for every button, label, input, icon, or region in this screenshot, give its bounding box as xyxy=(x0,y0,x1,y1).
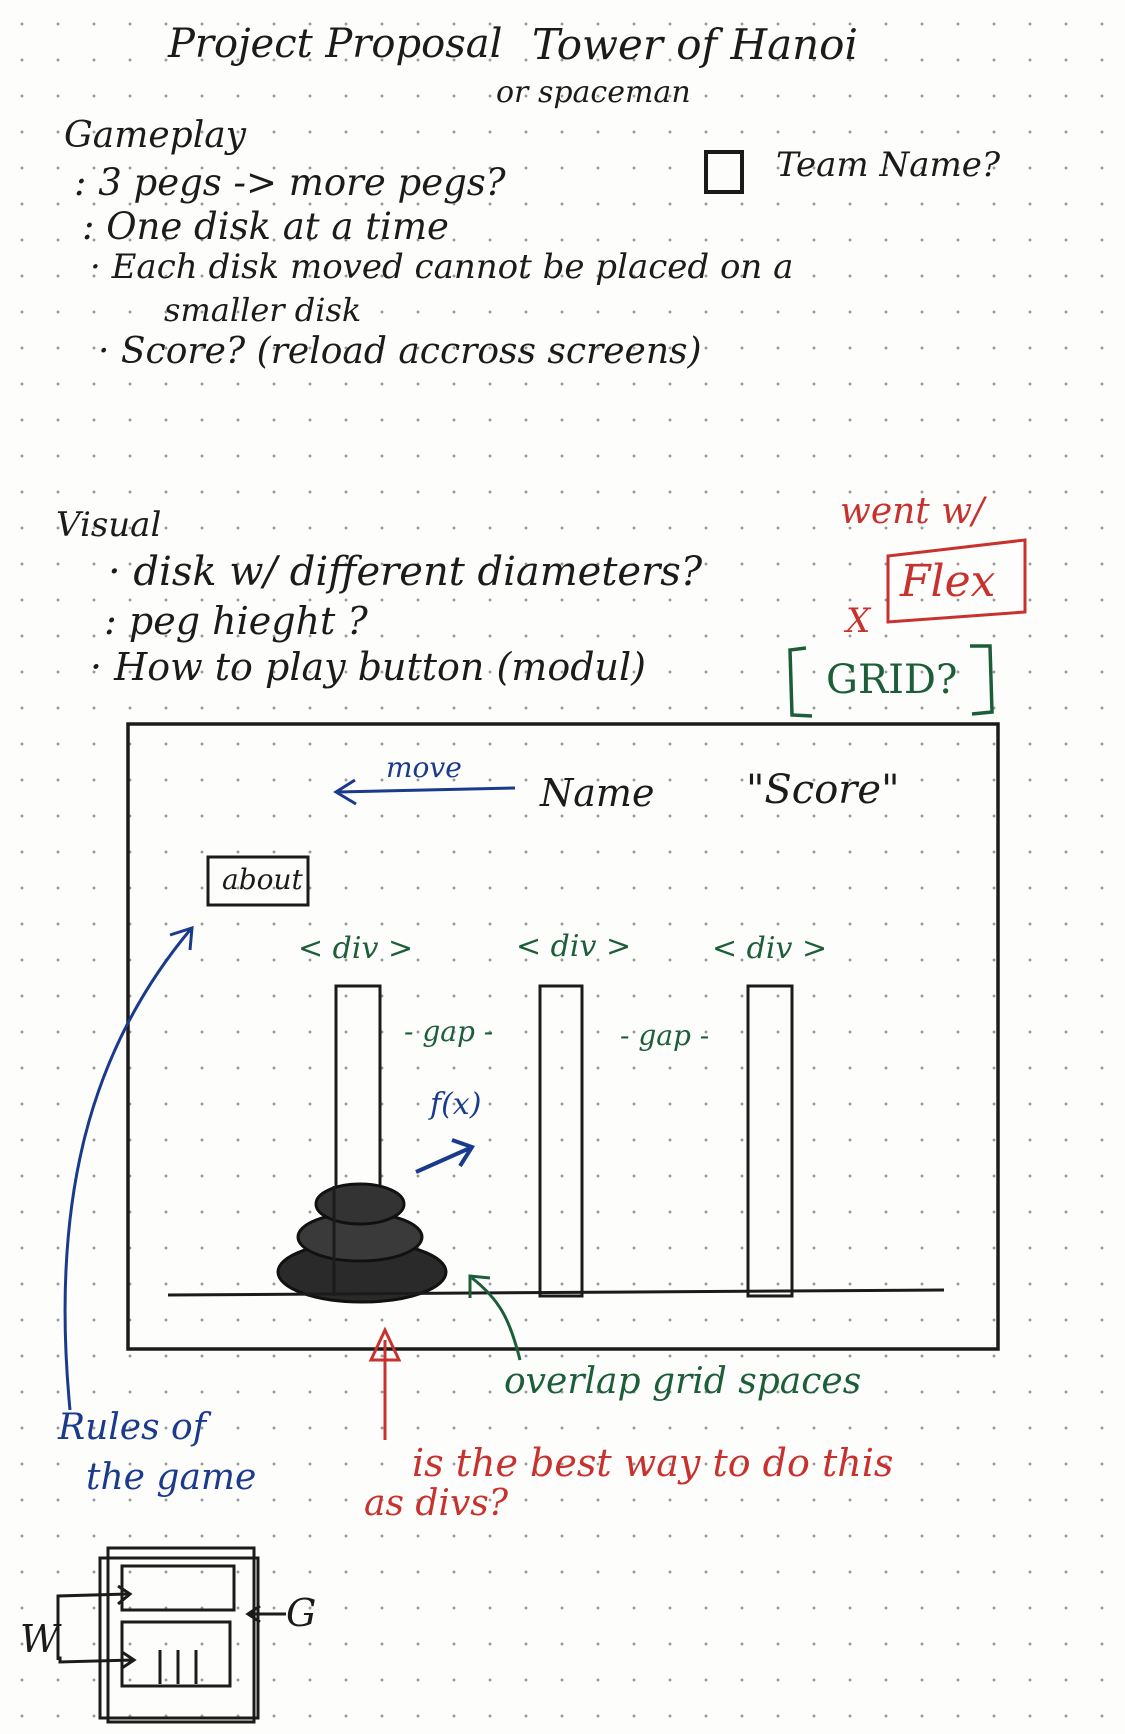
team-name-checkbox xyxy=(704,150,744,194)
disk-small xyxy=(314,1182,406,1226)
wireframe-label-w: W xyxy=(20,1617,60,1661)
page-title: Project Proposal xyxy=(168,21,503,67)
overlap-arrow xyxy=(468,1274,522,1361)
visual-item: · disk w/ different diameters? xyxy=(108,549,703,595)
project-subject: Tower of Hanoi xyxy=(532,20,858,69)
rules-arrow xyxy=(63,925,194,1411)
x-mark: X xyxy=(846,601,871,641)
name-label: Name xyxy=(540,771,655,815)
team-name-label: Team Name? xyxy=(776,145,1001,185)
peg-2 xyxy=(538,984,584,1298)
fx-arrow xyxy=(415,1138,476,1174)
wireframe-label-g: G xyxy=(286,1591,317,1635)
flex-box xyxy=(886,538,1027,624)
gap-label-2: - gap - xyxy=(620,1019,710,1052)
gameplay-item: : One disk at a time xyxy=(82,205,449,248)
div-label-1: < div > xyxy=(298,931,414,966)
move-label: move xyxy=(386,751,462,784)
score-label: "Score" xyxy=(746,767,900,813)
rules-note-1: Rules of xyxy=(58,1407,207,1448)
flex-label: Flex xyxy=(900,556,996,607)
visual-heading: Visual xyxy=(56,505,162,545)
move-arrow xyxy=(333,778,516,806)
gameplay-item: · Each disk moved cannot be placed on a xyxy=(90,247,794,287)
question-note-2: as divs? xyxy=(364,1483,509,1524)
question-note-1: is the best way to do this xyxy=(412,1441,894,1485)
gap-label-1: - gap - xyxy=(404,1015,494,1048)
gameplay-heading: Gameplay xyxy=(64,115,247,156)
function-label: f(x) xyxy=(430,1087,482,1122)
base-line xyxy=(167,1288,945,1297)
rules-note-2: the game xyxy=(86,1457,257,1498)
div-label-3: < div > xyxy=(712,931,828,966)
gameplay-item: · Score? (reload accross screens) xyxy=(98,331,702,372)
about-button[interactable]: about xyxy=(222,863,303,896)
grid-label: GRID? xyxy=(826,657,958,703)
project-alternative: or spaceman xyxy=(496,75,691,110)
div-label-2: < div > xyxy=(516,929,632,964)
went-with-note: went w/ xyxy=(840,491,985,532)
visual-item: · How to play button (modul) xyxy=(90,645,646,689)
mockup-frame xyxy=(126,722,1000,1351)
visual-item: : peg hieght ? xyxy=(104,599,368,643)
overlap-note: overlap grid spaces xyxy=(504,1361,862,1402)
wireframe-sketch xyxy=(56,1546,286,1724)
gameplay-item: smaller disk xyxy=(164,291,362,329)
red-up-arrow xyxy=(368,1326,402,1440)
peg-3 xyxy=(746,984,794,1298)
gameplay-item: : 3 pegs -> more pegs? xyxy=(74,161,506,204)
grid-box xyxy=(788,644,994,718)
about-button-box xyxy=(206,855,310,907)
